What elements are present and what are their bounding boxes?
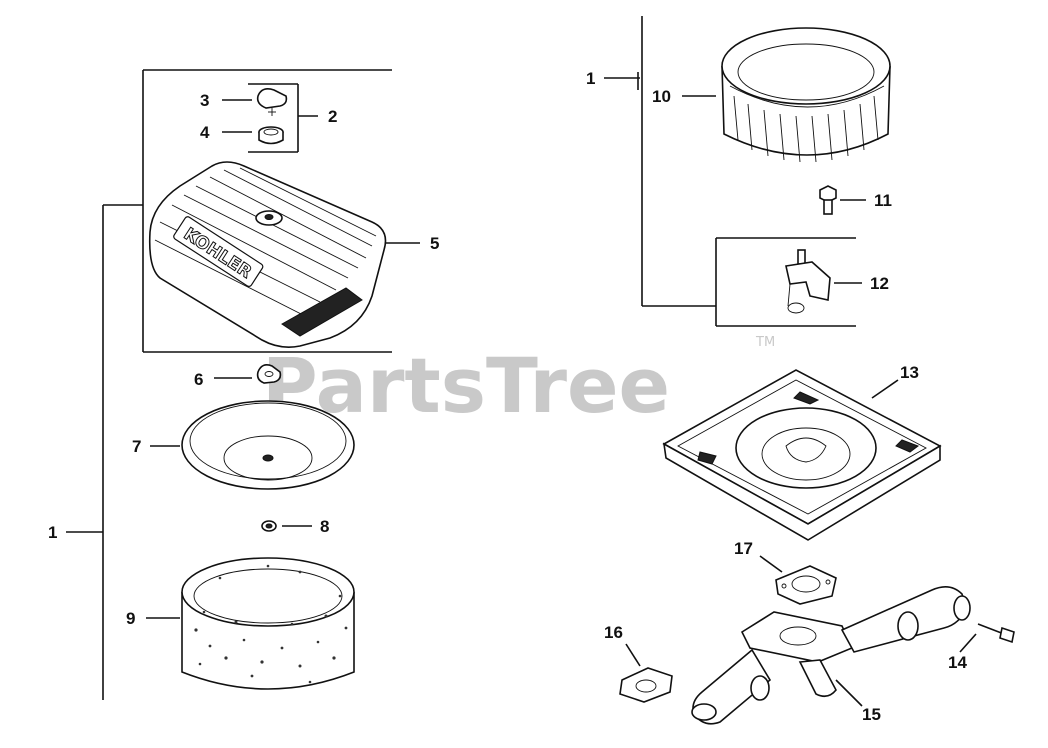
part-6-wing-nut: [214, 364, 282, 384]
left-assembly-bracket: [102, 69, 392, 700]
callout-17: 17: [734, 539, 753, 558]
callout-11: 11: [874, 191, 892, 210]
callout-14: 14: [948, 653, 967, 672]
part-8-nut: [261, 520, 312, 532]
watermark-trademark: TM: [755, 335, 775, 350]
callout-4: 4: [200, 123, 210, 142]
part-13-base: [662, 369, 942, 541]
callout-16: 16: [604, 623, 623, 642]
part-4-seal-washer: [222, 126, 284, 145]
callout-13: 13: [900, 363, 919, 382]
callout-8: 8: [320, 517, 329, 536]
callout-label: 1: [586, 69, 595, 88]
callout-5: 5: [430, 234, 439, 253]
part-14-screw: [959, 623, 1015, 653]
part-11-bolt: [819, 185, 866, 215]
wing-nut-sub-bracket: [248, 83, 318, 153]
callout-10: 10: [652, 87, 671, 106]
part-9-precleaner: [146, 557, 355, 690]
callout-9: 9: [126, 609, 135, 628]
part-15-elbow: [691, 586, 971, 725]
part-16-gasket: [619, 643, 673, 703]
part-12-bracket: [785, 249, 862, 314]
callout-2: 2: [328, 107, 337, 126]
part-3-wing-nut: [222, 88, 288, 116]
part-7-element-cover: [150, 400, 355, 490]
callout-3: 3: [200, 91, 209, 110]
callout-7: 7: [132, 437, 141, 456]
callout-label: 1: [48, 523, 57, 542]
callout-1-left: 1: [48, 523, 103, 542]
callout-1-right: 1: [586, 69, 640, 88]
callout-6: 6: [194, 370, 203, 389]
callout-12: 12: [870, 274, 889, 293]
part-10-paper-element: [682, 27, 891, 163]
callout-15: 15: [862, 705, 881, 724]
part-17-gasket: [759, 555, 837, 605]
right-assembly-bracket: [637, 16, 856, 327]
part-5-air-cleaner-cover: KOHLER: [148, 161, 420, 348]
